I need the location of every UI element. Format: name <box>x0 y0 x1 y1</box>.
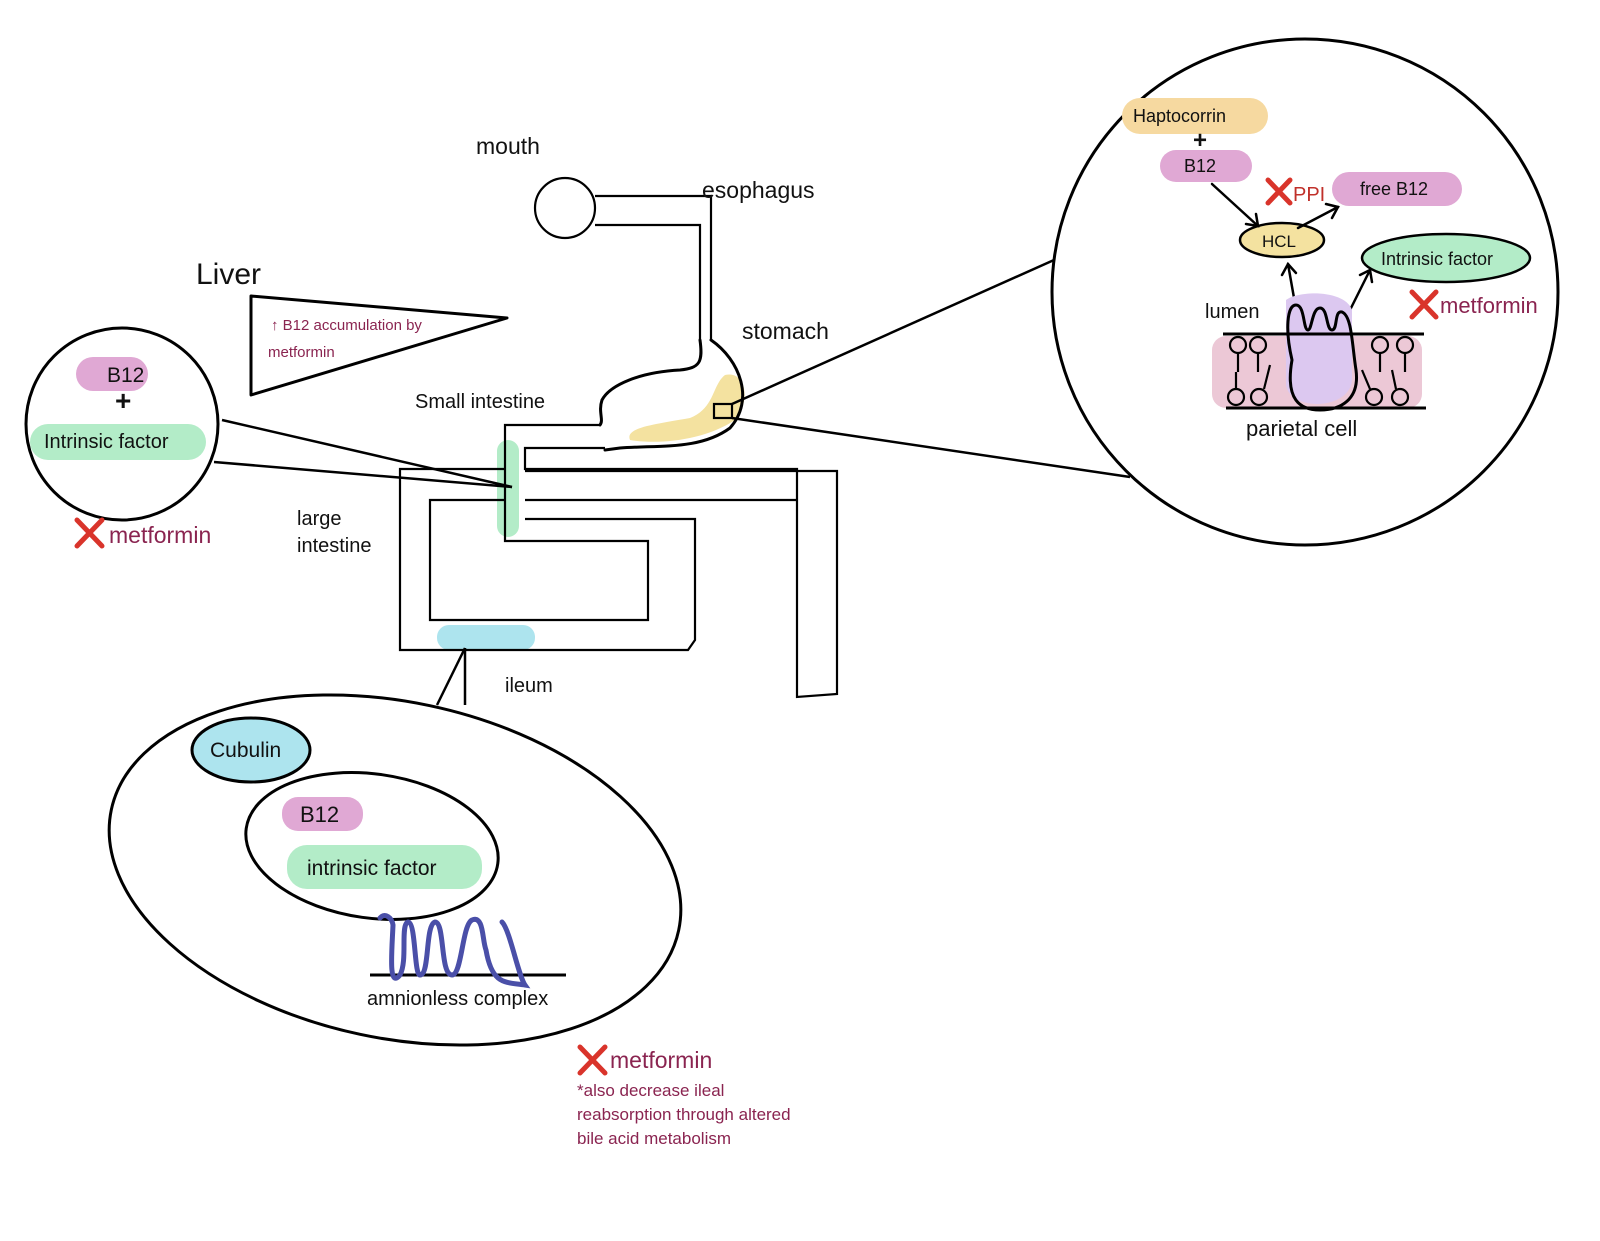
callout-line <box>731 416 1131 479</box>
mouth-shape <box>533 176 597 240</box>
hcl-ellipse <box>1238 221 1326 259</box>
label-large-intestine-1: large <box>297 508 341 530</box>
free-b12-label: free B12 <box>1360 179 1428 199</box>
x-mark-icon <box>577 1044 608 1076</box>
plus-sign: + <box>1193 127 1207 154</box>
intrinsic-factor-badge <box>287 845 482 889</box>
haptocorrin-label: Haptocorrin <box>1133 106 1226 126</box>
plus-sign: + <box>115 385 131 416</box>
small-intestine-shape <box>523 446 839 699</box>
stomach-callout: Haptocorrin + B12 PPI free B12 HCL Intri… <box>731 37 1560 547</box>
intrinsic-factor-label: Intrinsic factor <box>1381 249 1493 269</box>
cubulin-ellipse <box>190 716 312 784</box>
hcl-label: HCL <box>1262 232 1296 251</box>
callout-line <box>213 460 513 489</box>
esophagus-inner-wall <box>595 223 702 340</box>
metformin-label: metformin <box>109 522 211 548</box>
small-intestine-inner <box>428 423 650 622</box>
parietal-cell-outline <box>1286 303 1358 412</box>
stomach-inner-wall <box>598 338 703 427</box>
b12-label: B12 <box>107 364 144 387</box>
liver-shape <box>249 294 509 397</box>
amnionless-protein-icon <box>377 913 531 989</box>
ileum-highlight <box>437 625 535 650</box>
free-b12-badge <box>1332 172 1462 206</box>
callout-line <box>435 647 467 706</box>
label-small-intestine: Small intestine <box>415 391 545 413</box>
duodenum-highlight <box>497 440 519 537</box>
b12-badge <box>282 797 363 831</box>
metformin-label: metformin <box>1440 293 1538 318</box>
b12-label: B12 <box>300 802 339 827</box>
parietal-cell-label: parietal cell <box>1246 416 1357 441</box>
ileum-note-line1: *also decrease ileal <box>577 1081 724 1100</box>
stomach-highlight <box>629 374 745 442</box>
x-mark-icon <box>1265 177 1293 206</box>
intrinsic-factor-ellipse <box>1360 232 1532 284</box>
large-intestine-shape <box>398 467 697 652</box>
b12-badge <box>1160 150 1252 182</box>
ileum-note-line2: reabsorption through altered <box>577 1105 791 1124</box>
label-stomach: stomach <box>742 318 829 344</box>
stomach-zoom-box <box>712 402 734 420</box>
cubulin-label: Cubulin <box>210 739 281 762</box>
gi-tract <box>398 176 839 699</box>
label-large-intestine-2: intestine <box>297 535 372 557</box>
intrinsic-factor-label: Intrinsic factor <box>44 431 169 453</box>
callout-line <box>731 258 1055 406</box>
parietal-cell-body <box>1286 293 1352 404</box>
amnionless-label: amnionless complex <box>367 988 548 1010</box>
metformin-label: metformin <box>610 1047 712 1073</box>
duodenum-callout: B12 + Intrinsic factor metformin <box>24 326 513 549</box>
b12-badge <box>76 357 148 391</box>
b12-label: B12 <box>1184 156 1216 176</box>
label-ileum: ileum <box>505 675 553 697</box>
lumen-label: lumen <box>1205 301 1259 323</box>
x-mark-icon <box>1409 289 1439 320</box>
phospholipid-icons <box>1226 335 1415 407</box>
x-mark-icon <box>74 517 105 549</box>
stomach-shape <box>603 338 745 452</box>
haptocorrin-badge <box>1122 98 1268 134</box>
liver-note-line2: metformin <box>268 344 335 361</box>
intrinsic-factor-badge <box>30 424 206 460</box>
esophagus-shape <box>595 194 713 340</box>
callout-line <box>221 418 513 489</box>
ileum-note-line3: bile acid metabolism <box>577 1129 731 1148</box>
liver-title: Liver <box>196 258 261 291</box>
liver-note-line1: ↑ B12 accumulation by <box>271 317 422 334</box>
ppi-label: PPI <box>1293 184 1325 206</box>
intrinsic-factor-label: intrinsic factor <box>307 857 437 880</box>
ileum-callout: Cubulin B12 intrinsic factor amnionless … <box>107 647 791 1148</box>
label-esophagus: esophagus <box>702 177 815 203</box>
label-mouth: mouth <box>476 133 540 159</box>
